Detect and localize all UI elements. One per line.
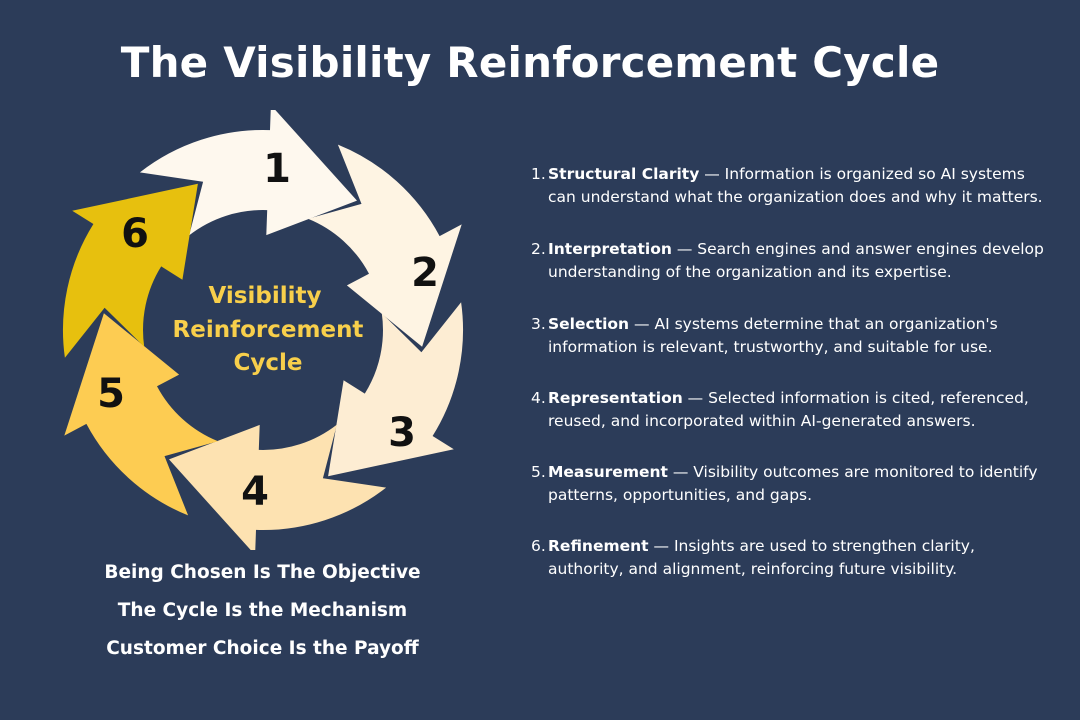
tagline-objective: Being Chosen Is The Objective (104, 562, 421, 583)
step-number: 3. (531, 315, 546, 333)
step-title: Interpretation (548, 240, 672, 258)
cycle-arrow-2 (308, 144, 462, 347)
step-description: — Visibility outcomes are monitored to i… (548, 463, 1038, 504)
page-title: The Visibility Reinforcement Cycle (120, 38, 940, 87)
cycle-arrow-3 (328, 302, 464, 477)
step-title: Refinement (548, 537, 649, 555)
step-5: 5.Measurement — Visibility outcomes are … (531, 461, 1051, 507)
step-title: Representation (548, 389, 683, 407)
cycle-diagram: 1 2 3 4 5 6 Visibility Reinforcement Cycle (62, 110, 464, 550)
step-2: 2.Interpretation — Search engines and an… (531, 238, 1051, 284)
center-label-line-3: Cycle (234, 350, 303, 376)
cycle-arrow-6 (62, 183, 198, 358)
cycle-number-5: 5 (97, 371, 125, 417)
step-number: 5. (531, 463, 546, 481)
step-description: — Selected information is cited, referen… (548, 389, 1029, 430)
cycle-arrow-5 (64, 313, 218, 516)
center-label-line-1: Visibility (209, 283, 322, 309)
center-label-line-2: Reinforcement (173, 317, 364, 343)
cycle-number-3: 3 (388, 410, 416, 456)
step-4: 4.Representation — Selected information … (531, 387, 1051, 433)
cycle-arrow-1 (139, 110, 357, 236)
taglines: Being Chosen Is The Objective The Cycle … (60, 558, 465, 672)
step-description: — AI systems determine that an organizat… (548, 315, 998, 356)
tagline-mechanism: The Cycle Is the Mechanism (117, 600, 408, 621)
cycle-number-2: 2 (411, 250, 439, 296)
cycle-arrow-4 (169, 424, 387, 550)
step-description: — Information is organized so AI systems… (548, 165, 1043, 206)
step-number: 6. (531, 537, 546, 555)
step-title: Structural Clarity (548, 165, 700, 183)
cycle-number-4: 4 (241, 469, 269, 515)
steps-list: 1.Structural Clarity — Information is or… (531, 163, 1051, 581)
step-number: 1. (531, 165, 546, 183)
cycle-number-6: 6 (121, 211, 149, 257)
step-description: — Insights are used to strengthen clarit… (548, 537, 975, 578)
step-title: Measurement (548, 463, 668, 481)
step-1: 1.Structural Clarity — Information is or… (531, 163, 1051, 209)
tagline-payoff: Customer Choice Is the Payoff (106, 638, 419, 659)
cycle-number-1: 1 (263, 146, 291, 192)
step-3: 3.Selection — AI systems determine that … (531, 313, 1051, 359)
step-description: — Search engines and answer engines deve… (548, 240, 1044, 281)
step-number: 4. (531, 389, 546, 407)
step-title: Selection (548, 315, 630, 333)
step-number: 2. (531, 240, 546, 258)
step-6: 6.Refinement — Insights are used to stre… (531, 535, 1051, 581)
